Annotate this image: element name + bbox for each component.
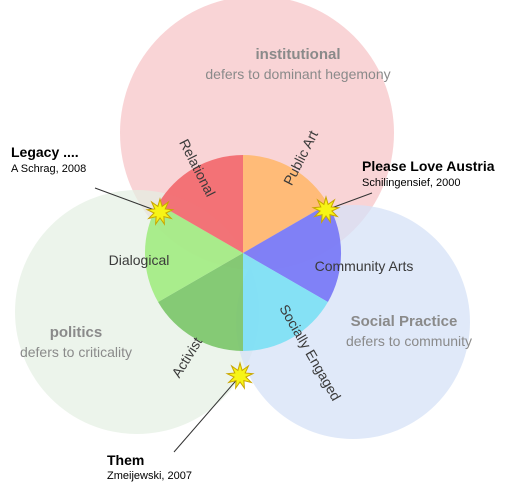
- wedge-activist: [158, 253, 243, 351]
- them-title: Them: [107, 452, 144, 468]
- institutional-title: institutional: [256, 46, 341, 63]
- wedge-public-art: [243, 155, 328, 253]
- social-practice-title: Social Practice: [351, 313, 458, 330]
- them-credit: Zmeijewski, 2007: [107, 470, 192, 482]
- austria-credit: Schilingensief, 2000: [362, 177, 460, 189]
- wedge-socially-engaged: [243, 253, 328, 352]
- wedge-dialogical: [144, 204, 243, 302]
- wedge-community-arts: [243, 204, 342, 302]
- legacy-credit: A Schrag, 2008: [11, 163, 86, 175]
- austria-title: Please Love Austria: [362, 158, 495, 174]
- politics-title: politics: [50, 324, 103, 341]
- wedge-label-dialogical: Dialogical: [109, 252, 170, 268]
- legacy-starburst-icon: [145, 197, 175, 226]
- them-leader-line: [173, 375, 241, 453]
- them-starburst-icon: [225, 361, 255, 390]
- wedge-relational: [158, 155, 243, 253]
- social-practice-subtitle: defers to community: [346, 333, 472, 349]
- politics-subtitle: defers to criticality: [20, 344, 132, 360]
- legacy-leader-line: [94, 187, 161, 213]
- legacy-title: Legacy ....: [11, 144, 79, 160]
- austria-starburst-icon: [311, 195, 341, 224]
- wedge-label-community-arts: Community Arts: [315, 258, 414, 274]
- institutional-subtitle: defers to dominant hegemony: [205, 66, 390, 82]
- pie-chart: [144, 155, 342, 352]
